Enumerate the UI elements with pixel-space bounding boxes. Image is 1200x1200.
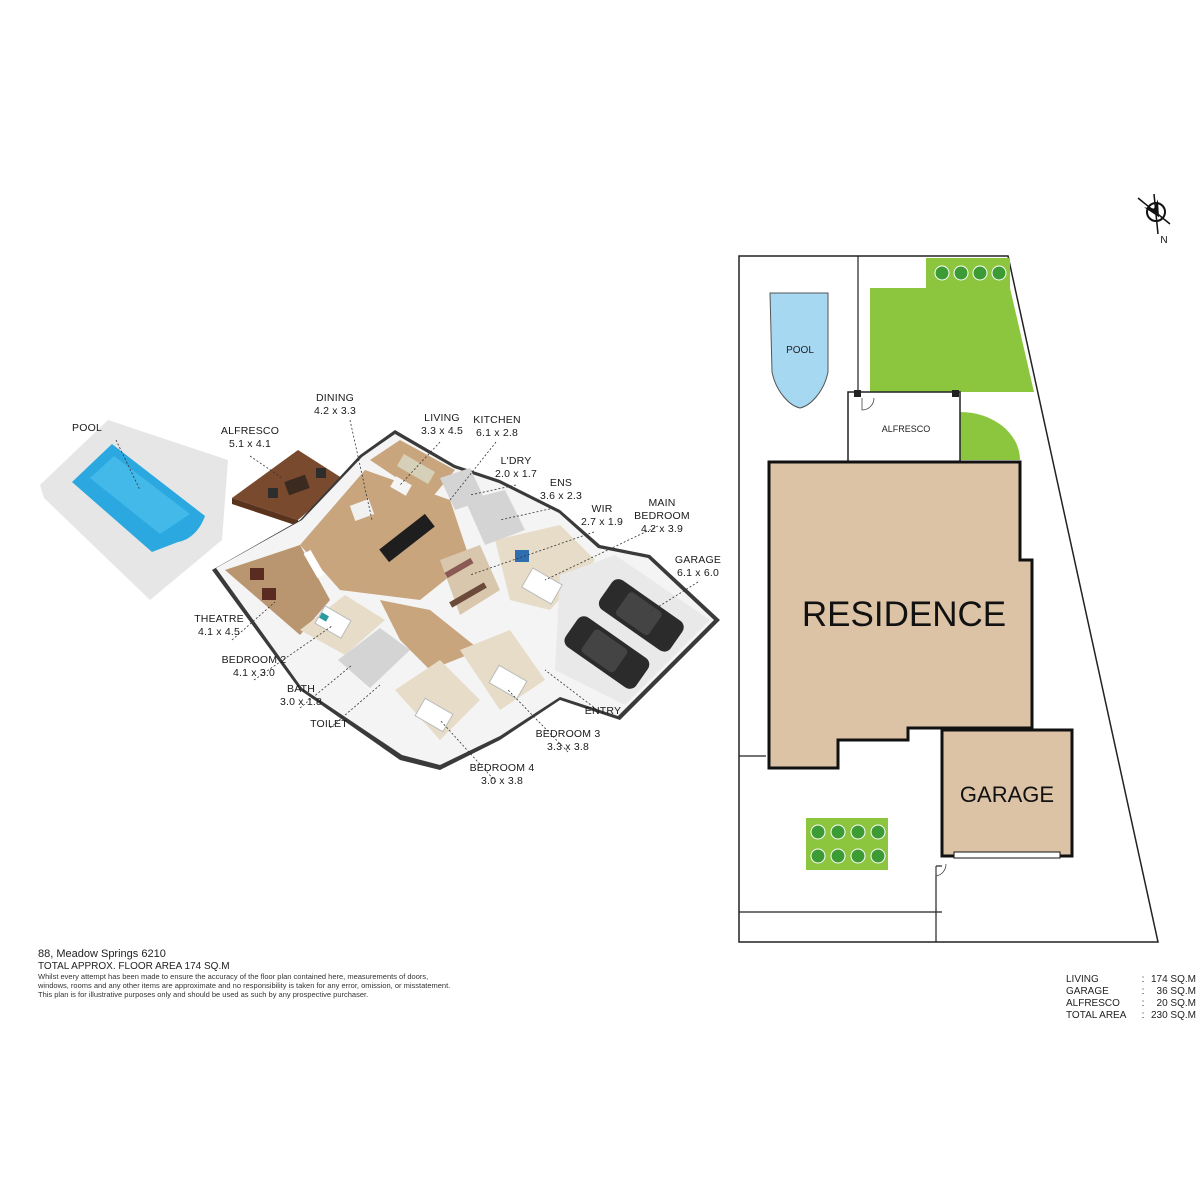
leader-dining xyxy=(349,419,373,521)
area-summary: LIVING:174 SQ.M GARAGE:36 SQ.M ALFRESCO:… xyxy=(1066,974,1196,1022)
alfresco-table xyxy=(284,474,310,496)
alfresco-chair xyxy=(268,488,278,498)
leader-garage xyxy=(649,581,699,613)
pool-water-highlight xyxy=(90,456,190,534)
theatre-tv-unit xyxy=(303,549,325,579)
alfresco-door-swing xyxy=(861,397,875,411)
alfresco-site-label: ALFRESCO xyxy=(882,424,931,434)
north-arrow-icon xyxy=(1137,193,1171,235)
garage-site-label: GARAGE xyxy=(960,782,1054,807)
footer-info: 88, Meadow Springs 6210 TOTAL APPROX. FL… xyxy=(38,948,558,999)
leader-wir xyxy=(469,531,595,576)
area-row-living: LIVING:174 SQ.M xyxy=(1066,974,1196,985)
lawn-quarter xyxy=(960,412,1020,460)
main-bedroom-chair xyxy=(515,550,529,562)
pool-site xyxy=(769,292,829,409)
living-sofa xyxy=(396,453,436,485)
leader-theatre xyxy=(231,601,276,641)
leader-living xyxy=(399,441,441,486)
area-row-alfresco: ALFRESCO:20 SQ.M xyxy=(1066,998,1196,1009)
label-toilet: TOILET xyxy=(310,718,348,730)
area-row-total: TOTAL AREA:230 SQ.M xyxy=(1066,1010,1196,1021)
garage-site xyxy=(940,728,1074,858)
alfresco-post xyxy=(952,390,959,397)
leader-alfresco xyxy=(249,455,283,479)
alfresco-deck-edge xyxy=(232,498,298,526)
leader-pool xyxy=(115,439,141,491)
disclaimer-line: This plan is for illustrative purposes o… xyxy=(38,990,369,999)
shrubs-front xyxy=(810,824,886,864)
disclaimer-line: windows, rooms and any other items are a… xyxy=(38,981,451,990)
residence-site xyxy=(767,460,1034,770)
bed-main xyxy=(521,567,563,605)
alfresco-site xyxy=(847,391,961,465)
area-row-garage: GARAGE:36 SQ.M xyxy=(1066,986,1196,997)
leader-entry xyxy=(544,669,601,713)
leader-ensuite xyxy=(499,507,555,521)
car-suv-rear xyxy=(598,579,684,652)
leader-toilet xyxy=(329,684,381,729)
theatre-chair xyxy=(262,588,276,600)
floor-main-bedroom xyxy=(495,525,595,610)
disclaimer-line: Whilst every attempt has been made to en… xyxy=(38,972,429,981)
car-suv-front xyxy=(564,616,650,689)
floor-wir xyxy=(440,545,500,615)
shrubs-top xyxy=(934,265,1007,281)
wir-shelves xyxy=(444,557,474,579)
garage-door xyxy=(953,851,1061,859)
label-pool: POOL xyxy=(72,422,102,434)
floor-dining-kitchen xyxy=(300,470,470,600)
kitchen-island xyxy=(379,513,435,563)
floor-ensuite xyxy=(465,490,525,545)
lawn-rear xyxy=(870,288,1034,392)
alfresco-chair xyxy=(316,468,326,478)
alfresco-post xyxy=(854,390,861,397)
living-rug xyxy=(390,476,412,496)
bed-bedroom4 xyxy=(414,697,454,733)
leader-bedroom4 xyxy=(439,719,497,783)
north-label: N xyxy=(1160,235,1167,246)
floor-bedroom4 xyxy=(395,660,480,740)
site-plan: N POOL ALFRESCO RESIDENCE GARAGE xyxy=(738,193,1171,943)
floor-hall xyxy=(380,600,480,670)
floor-plan-3d xyxy=(40,419,720,783)
pool-site-label: POOL xyxy=(786,345,814,356)
wir-shelves xyxy=(449,582,487,608)
total-floor-area: TOTAL APPROX. FLOOR AREA 174 SQ.M xyxy=(38,961,230,972)
leader-bath xyxy=(299,664,353,709)
label-entry: ENTRY xyxy=(584,705,622,717)
dining-table xyxy=(349,499,375,521)
bed-pillow-teal xyxy=(319,612,329,622)
floor-theatre xyxy=(225,545,330,635)
floor-laundry xyxy=(440,468,485,510)
garage-side-door-swing xyxy=(935,863,947,877)
residence-label: RESIDENCE xyxy=(802,595,1006,634)
floor-bath xyxy=(338,628,410,688)
leader-kitchen xyxy=(449,441,497,501)
property-address: 88, Meadow Springs 6210 xyxy=(38,948,166,960)
bed-bedroom3 xyxy=(488,664,528,700)
theatre-chair xyxy=(250,568,264,580)
leader-main-bedroom xyxy=(544,525,659,581)
